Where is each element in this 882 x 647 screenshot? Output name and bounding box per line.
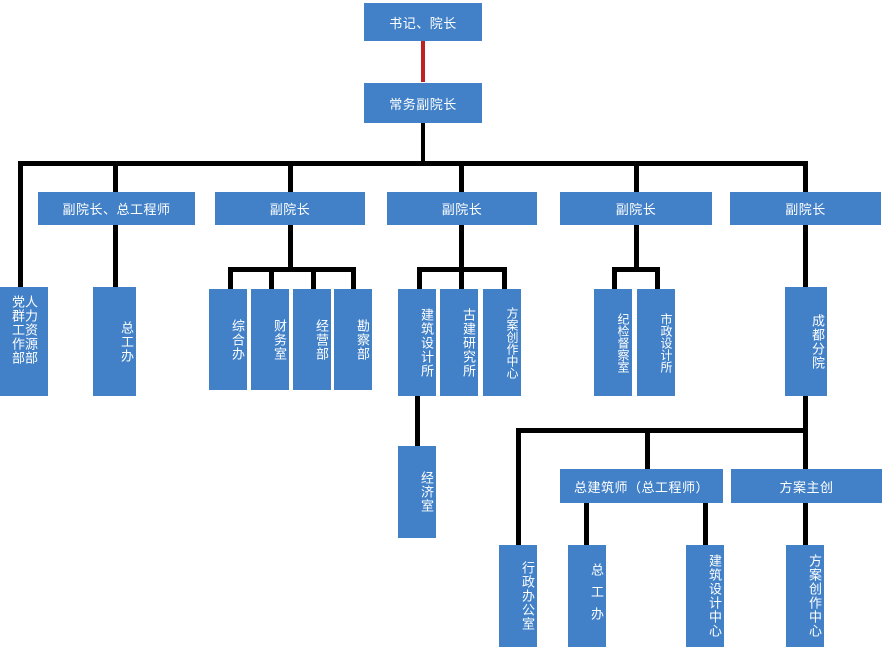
- connector-vp3-to-ancient-arch-inst: [459, 267, 464, 289]
- connector-vp4-drop: [634, 225, 639, 267]
- node-vp-3[interactable]: 副院长: [387, 192, 537, 225]
- node-discipline-off[interactable]: 纪检督察室: [594, 289, 632, 396]
- node-operations-dept[interactable]: 经营部: [293, 289, 331, 390]
- connector-arch-design-inst-to-economics-off: [415, 396, 420, 446]
- node-cd-scheme-center[interactable]: 方案创作中心: [786, 545, 824, 647]
- connector-vp2-drop: [288, 225, 293, 267]
- connector-vp4-to-municipal-inst: [655, 267, 660, 289]
- connector-chengdu-to-scheme-lead: [803, 428, 808, 469]
- connector-bus-to-vp4: [634, 161, 639, 192]
- node-vp-chief-eng[interactable]: 副院长、总工程师: [38, 192, 195, 225]
- node-economics-off[interactable]: 经济室: [398, 446, 436, 538]
- node-arch-design-inst[interactable]: 建筑设计所: [398, 289, 436, 396]
- node-vp-4[interactable]: 副院长: [560, 192, 712, 225]
- node-cd-chief-eng-off[interactable]: 总工办: [568, 545, 606, 647]
- node-vp-2[interactable]: 副院长: [215, 192, 365, 225]
- node-exec-vp[interactable]: 常务副院长: [364, 83, 482, 123]
- node-scheme-lead[interactable]: 方案主创: [731, 469, 882, 503]
- connector-bus-to-vp5: [803, 161, 808, 192]
- node-party-dept-label: 党群工作部: [10, 295, 25, 365]
- connector-bus-to-vp-chief-eng: [113, 161, 118, 192]
- connector-vp3-to-arch-design-inst: [417, 267, 422, 289]
- node-municipal-inst[interactable]: 市政设计所: [637, 289, 675, 396]
- node-vp-5[interactable]: 副院长: [730, 192, 881, 225]
- connector-vp4-to-discipline-off: [612, 267, 617, 289]
- node-chief-architect[interactable]: 总建筑师（总工程师）: [560, 469, 723, 503]
- connector-vp4-bus: [612, 267, 660, 272]
- node-scheme-center[interactable]: 方案创作中心: [483, 289, 521, 396]
- node-hr-and-party-dept[interactable]: 党群工作部 人力资源部: [0, 287, 48, 396]
- connector-bus-to-hr-party: [18, 161, 23, 287]
- node-finance-off[interactable]: 财务室: [251, 289, 289, 390]
- connector-exec-vp-drop: [421, 123, 425, 161]
- connector-chief-architect-to-cd-chief-eng-off: [584, 503, 589, 545]
- node-hr-dept-label: 人力资源部: [23, 295, 38, 365]
- connector-vp2-to-operations-dept: [311, 267, 316, 289]
- node-root[interactable]: 书记、院长: [364, 3, 482, 41]
- node-admin-off[interactable]: 行政办公室: [499, 545, 537, 647]
- node-ancient-arch-inst[interactable]: 古建研究所: [440, 289, 478, 396]
- connector-chengdu-bus: [516, 428, 808, 433]
- connector-chief-architect-to-arch-design-ctr: [703, 503, 708, 545]
- connector-vp3-to-scheme-center: [502, 267, 507, 289]
- connector-vp3-drop: [459, 225, 464, 267]
- connector-chengdu-to-chief-architect: [645, 428, 650, 469]
- connector-bus-to-vp2: [288, 161, 293, 192]
- connector-chengdu-to-admin-off: [516, 428, 521, 545]
- connector-vp-chief-eng-drop: [113, 225, 118, 287]
- node-chief-eng-off[interactable]: 总工办: [93, 287, 136, 396]
- connector-chengdu-branch-drop: [803, 396, 808, 433]
- connector-vp2-to-finance-off: [269, 267, 274, 289]
- connector-bus-to-vp3: [459, 161, 464, 192]
- connector-vp2-to-survey-dept: [351, 267, 356, 289]
- connector-level3-bus: [18, 161, 808, 166]
- connector-vp2-bus: [228, 267, 356, 272]
- connector-root-to-exec-vp: [421, 38, 425, 82]
- node-survey-dept[interactable]: 勘察部: [334, 289, 372, 390]
- node-general-off[interactable]: 综合办: [209, 289, 247, 390]
- node-arch-design-ctr[interactable]: 建筑设计中心: [686, 545, 724, 647]
- connector-scheme-lead-to-cd-scheme-center: [803, 503, 808, 545]
- connector-vp2-to-general-off: [228, 267, 233, 289]
- node-chengdu-branch[interactable]: 成都分院: [785, 287, 827, 396]
- connector-vp5-to-chengdu-branch: [803, 225, 808, 287]
